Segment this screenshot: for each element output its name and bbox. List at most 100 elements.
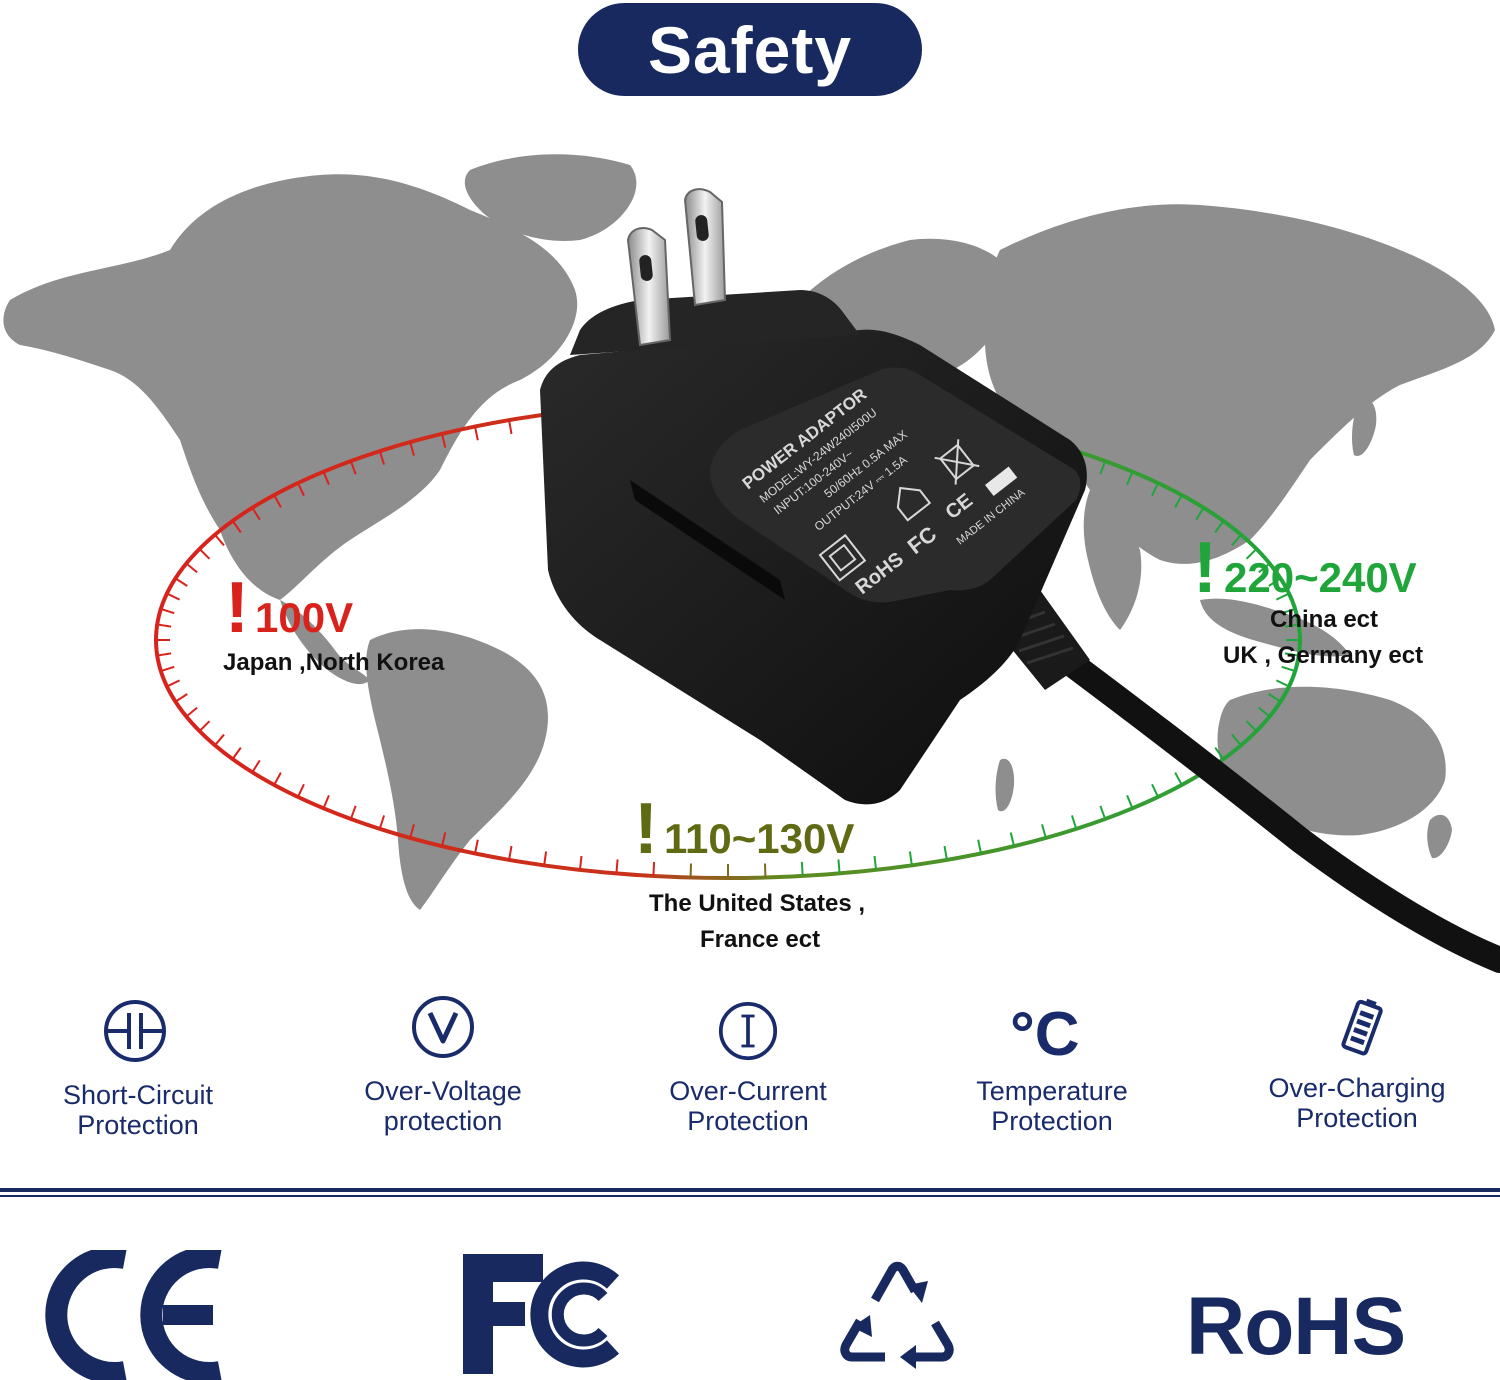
- prong-right: [683, 188, 727, 307]
- over-current-icon: [718, 1001, 778, 1061]
- voltage-ring-tick: [160, 665, 175, 673]
- battery-icon: [1341, 998, 1383, 1056]
- voltage-ring-tick: [157, 652, 172, 657]
- recycle-logo: [840, 1261, 954, 1369]
- voltage-ring-tick: [837, 859, 841, 874]
- feature-label-line: Short-Circuit: [62, 1080, 214, 1110]
- voltage-ring-tick: [378, 815, 385, 830]
- voltage-ring-tick: [508, 419, 513, 435]
- voltage-ring-tick: [1174, 494, 1183, 508]
- feature-label: Over-Current Protection: [638, 1076, 858, 1136]
- voltage-ring-tick: [1071, 815, 1078, 830]
- voltage-ring-tick: [1041, 824, 1047, 839]
- north-america: [3, 174, 578, 601]
- feature-label-line: protection: [383, 1106, 503, 1136]
- voltage-ring-tick: [1099, 805, 1107, 820]
- voltage-ring-tick: [1099, 460, 1107, 475]
- voltage-ring-tick: [378, 450, 385, 465]
- japan: [1352, 398, 1377, 456]
- voltage-value: 220~240V: [1224, 554, 1417, 601]
- voltage-ring-tick: [1284, 623, 1299, 628]
- voltage-ring-tick: [474, 839, 479, 854]
- voltage-ring-tick: [1214, 747, 1225, 760]
- divider-line: [0, 1195, 1500, 1197]
- voltage-ring-tick: [1275, 592, 1290, 601]
- southeast-asia: [1200, 598, 1350, 657]
- voltage-ring-tick: [1231, 733, 1242, 746]
- page-title: Safety: [647, 12, 853, 87]
- voltage-ring-tick: [1275, 679, 1290, 688]
- warning-mark: !: [225, 568, 249, 648]
- divider-line: [0, 1188, 1500, 1192]
- over-voltage-icon: [412, 996, 474, 1058]
- voltage-ring-tick: [174, 693, 188, 703]
- voltage-ring-tick: [508, 845, 513, 861]
- voltage-ring-tick: [1281, 607, 1296, 615]
- voltage-ring-tick: [578, 855, 583, 871]
- voltage-ring-tick: [349, 460, 357, 475]
- warning-mark: !: [1193, 528, 1217, 608]
- zone-110-130v: ! 110~130V The United States , France ec…: [634, 789, 865, 953]
- feature-label-line: Protection: [77, 1110, 199, 1140]
- voltage-ring-tick: [1258, 562, 1271, 574]
- central-america: [280, 600, 370, 685]
- voltage-ring-tick: [800, 861, 804, 877]
- feature-label: Temperature Protection: [942, 1076, 1162, 1136]
- voltage-ring-tick: [1151, 783, 1159, 798]
- voltage-ring-tick: [185, 706, 198, 718]
- voltage-ring-tick: [198, 720, 211, 732]
- voltage-ring-tick: [1214, 520, 1225, 533]
- voltage-ring-tick: [908, 851, 913, 866]
- india: [1083, 490, 1142, 630]
- feature-label: Over-Voltage protection: [333, 1076, 553, 1136]
- voltage-ring-tick: [1009, 832, 1015, 847]
- fcc-logo: [463, 1254, 620, 1374]
- voltage-ring-tick: [1281, 665, 1296, 673]
- voltage-regions: China ect: [1270, 606, 1378, 633]
- voltage-ring-tick: [214, 534, 225, 547]
- voltage-ring-tick: [1268, 577, 1282, 587]
- voltage-ring-tick: [943, 845, 948, 861]
- voltage-ring-tick: [174, 577, 188, 587]
- voltage-ring-tick: [322, 471, 330, 486]
- voltage-ring-tick: [1126, 471, 1134, 486]
- voltage-ring-tick: [1245, 720, 1258, 732]
- title-pill: Safety: [578, 3, 922, 96]
- voltage-ring-tick: [1284, 652, 1299, 657]
- feature-label-line: Over-Charging: [1268, 1073, 1446, 1103]
- temperature-icon: °C: [1010, 1000, 1080, 1069]
- feature-label-line: Protection: [991, 1106, 1113, 1136]
- voltage-ring-tick: [349, 805, 357, 820]
- australia: [1217, 686, 1446, 836]
- voltage-ring-tick: [273, 494, 282, 508]
- voltage-ring-tick: [166, 592, 181, 601]
- voltage-ring-tick: [1174, 772, 1183, 786]
- rohs-logo: RoHS: [1186, 1281, 1406, 1372]
- feature-label: Over-Charging Protection: [1247, 1073, 1467, 1133]
- voltage-ring-tick: [1151, 482, 1159, 497]
- feature-label-line: Temperature: [976, 1076, 1128, 1106]
- voltage-ring-tick: [297, 783, 305, 798]
- voltage-ring-tick: [157, 623, 172, 628]
- voltage-value: 100V: [255, 594, 353, 641]
- voltage-ring-tick: [1231, 534, 1242, 547]
- greenland: [464, 154, 637, 241]
- voltage-ring-tick: [251, 507, 261, 521]
- voltage-ring-tick: [1195, 507, 1205, 521]
- short-circuit-icon: [104, 1000, 166, 1062]
- indoor-use-icon: [896, 486, 932, 522]
- voltage-ring-tick: [409, 441, 415, 456]
- double-insulation-icon: [818, 533, 867, 582]
- voltage-ring-tick: [273, 772, 282, 786]
- voltage-ring-tick: [322, 794, 330, 809]
- adapter-label-plate: [710, 367, 1081, 603]
- prong-left: [626, 227, 672, 347]
- feature-label-line: Protection: [687, 1106, 809, 1136]
- zone-100v: ! 100V Japan ,North Korea: [223, 568, 445, 676]
- voltage-ring-tick: [214, 733, 225, 746]
- voltage-regions: The United States ,: [649, 890, 865, 917]
- voltage-ring-tick: [251, 759, 261, 773]
- voltage-ring-tick: [441, 433, 447, 448]
- voltage-ring-tick: [441, 832, 447, 847]
- voltage-ring-tick: [1268, 693, 1282, 703]
